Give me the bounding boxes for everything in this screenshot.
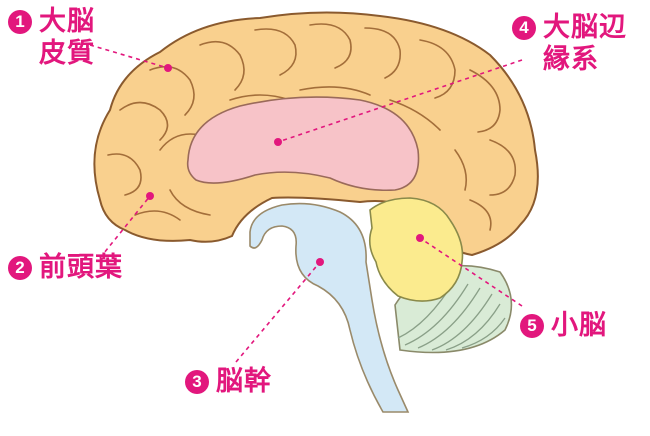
label-text-cerebellum: 小脳 (551, 310, 607, 341)
label-cerebellum: 5 小脳 (520, 310, 607, 342)
label-cerebral-cortex: 1 大脳 皮質 (8, 6, 95, 70)
label-text-limbic-system: 大脳辺 縁系 (543, 12, 627, 75)
number-badge-3: 3 (185, 370, 209, 394)
number-badge-1: 1 (8, 10, 32, 34)
label-limbic-system: 4 大脳辺 縁系 (512, 12, 627, 76)
label-brainstem: 3 脳幹 (185, 366, 272, 398)
label-frontal-lobe: 2 前頭葉 (8, 252, 123, 284)
label-text-brainstem: 脳幹 (216, 366, 272, 397)
label-text-frontal-lobe: 前頭葉 (39, 252, 123, 283)
cerebral-cortex (93, 11, 539, 257)
pointer-dots (146, 64, 424, 266)
label-text-cerebral-cortex: 大脳 皮質 (39, 6, 95, 69)
cerebellum (368, 197, 464, 302)
limbic-system (186, 96, 420, 192)
number-badge-5: 5 (520, 314, 544, 338)
leader-lines (89, 44, 523, 363)
number-badge-4: 4 (512, 16, 536, 40)
number-badge-2: 2 (8, 256, 32, 280)
brainstem (249, 202, 410, 413)
